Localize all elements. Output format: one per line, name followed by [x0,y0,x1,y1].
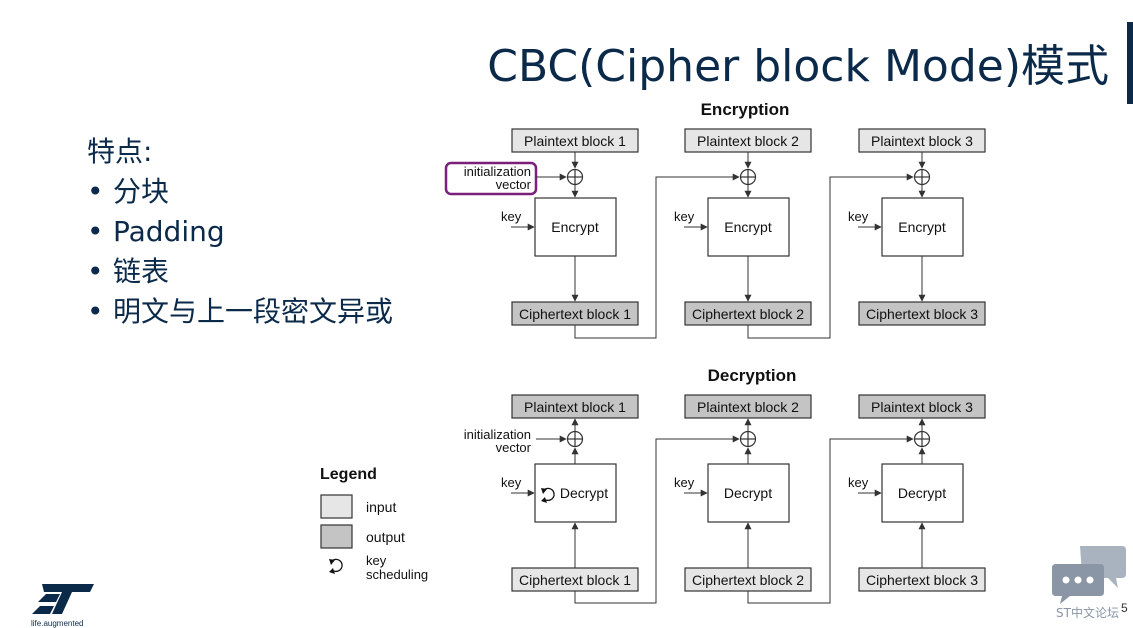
decrypt-label: Decrypt [898,485,946,501]
encrypt-box: Encrypt [881,197,964,257]
dec-ciphertext-label: Ciphertext block 2 [692,572,804,588]
features-bullets: • 分块 • Padding • 链表 • 明文与上一段密文异或 [87,172,393,332]
enc-chain-line [574,173,740,339]
decrypt-box: Decrypt [881,463,964,523]
encrypt-label: Encrypt [898,219,946,235]
bullet-icon: • [87,215,104,248]
decrypt-box: Decrypt [707,463,790,523]
legend-input-swatch [320,494,353,519]
feature-text: 链表 [113,255,170,288]
enc-plaintext-label: Plaintext block 2 [697,133,799,149]
dec-plaintext-label: Plaintext block 3 [871,399,973,415]
legend-title: Legend [320,466,377,483]
bullet-icon: • [87,175,104,208]
enc-plaintext-block: Plaintext block 1 [511,128,639,153]
bullet-icon: • [87,295,104,328]
enc-chain-line [747,173,914,339]
forum-label: ST中文论坛 [1056,606,1119,620]
enc-plaintext-label: Plaintext block 3 [871,133,973,149]
feature-item: • Padding [87,212,393,252]
dec-chain-line [574,435,740,604]
enc-ciphertext-block: Ciphertext block 3 [858,301,986,326]
legend-input-label: input [366,499,396,515]
dec-ciphertext-label: Ciphertext block 3 [866,572,978,588]
key-label: key [501,475,522,490]
iv-highlight [444,161,538,196]
enc-plaintext-label: Plaintext block 1 [524,133,626,149]
dec-chain-line [747,435,914,604]
decrypt-box: Decrypt [534,463,617,523]
key-label: key [501,209,522,224]
features-heading: 特点: [87,135,153,168]
dec-plaintext-block: Plaintext block 2 [684,394,812,419]
legend-key-scheduling-label: scheduling [366,567,428,582]
xor-icon [566,430,584,448]
enc-iv-label: initialization [464,164,531,179]
dec-ciphertext-label: Ciphertext block 1 [519,572,631,588]
key-label: key [848,209,869,224]
legend-key-scheduling-label: key [366,553,387,568]
slide-title: CBC(Cipher block Mode)模式 [487,41,1109,92]
dec-ciphertext-block: Ciphertext block 1 [511,567,639,592]
feature-item: • 链表 [87,252,393,292]
encrypt-box: Encrypt [534,197,617,257]
enc-plaintext-block: Plaintext block 2 [684,128,812,153]
decrypt-label: Decrypt [724,485,772,501]
dec-plaintext-label: Plaintext block 1 [524,399,626,415]
dec-iv-label: initialization [464,427,531,442]
feature-item: • 明文与上一段密文异或 [87,292,393,332]
key-label: key [674,209,695,224]
enc-ciphertext-block: Ciphertext block 2 [684,301,812,326]
dec-plaintext-block: Plaintext block 3 [858,394,986,419]
feature-text: Padding [113,215,225,248]
enc-ciphertext-label: Ciphertext block 2 [692,306,804,322]
legend-output-swatch [320,524,353,549]
logo-tagline: life.augmented [31,619,84,628]
title-accent-bar [1127,22,1133,104]
decryption-title: Decryption [708,366,797,385]
feature-text: 分块 [113,175,170,208]
features-list: 特点: • 分块 • Padding • 链表 • 明文与上一段密文异或 [87,132,393,332]
key-label: key [674,475,695,490]
enc-ciphertext-block: Ciphertext block 1 [511,301,639,326]
dec-plaintext-label: Plaintext block 2 [697,399,799,415]
legend: Legend input output key scheduling [320,466,428,582]
dec-ciphertext-block: Ciphertext block 2 [684,567,812,592]
encryption-title: Encryption [701,100,790,119]
enc-plaintext-block: Plaintext block 3 [858,128,986,153]
xor-icon [739,430,757,448]
xor-icon [566,168,584,186]
enc-ciphertext-label: Ciphertext block 3 [866,306,978,322]
decrypt-label: Decrypt [560,485,608,501]
xor-icon [913,168,931,186]
feature-text: 明文与上一段密文异或 [113,295,394,328]
encrypt-label: Encrypt [551,219,599,235]
dec-plaintext-block: Plaintext block 1 [511,394,639,419]
key-scheduling-icon [329,558,343,574]
encrypt-label: Encrypt [724,219,772,235]
enc-ciphertext-label: Ciphertext block 1 [519,306,631,322]
bullet-icon: • [87,255,104,288]
encrypt-box: Encrypt [707,197,790,257]
dec-ciphertext-block: Ciphertext block 3 [858,567,986,592]
feature-item: • 分块 [87,172,393,212]
st-logo-icon [32,584,94,614]
dec-iv-label: vector [496,440,532,455]
chat-bubbles-icon [1052,546,1126,604]
enc-iv-label: vector [496,177,532,192]
xor-icon [913,430,931,448]
key-scheduling-icon [541,487,555,503]
key-label: key [848,475,869,490]
page-number: 5 [1121,601,1128,615]
legend-output-label: output [366,529,405,545]
xor-icon [739,168,757,186]
